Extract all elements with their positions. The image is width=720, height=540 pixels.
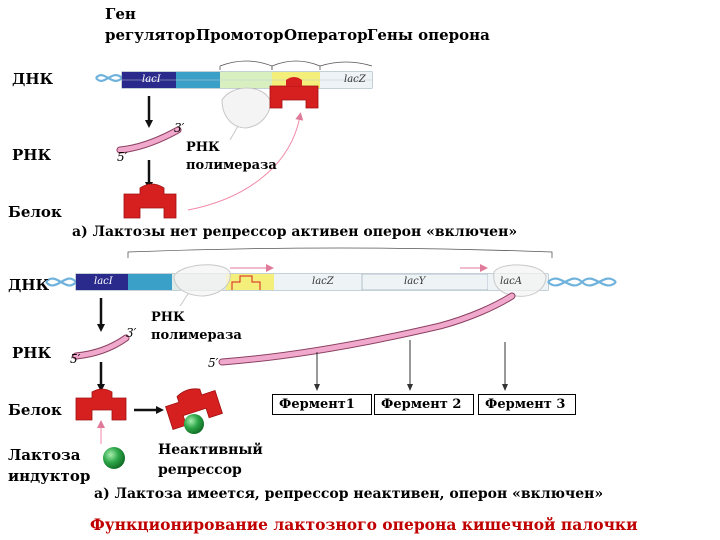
rna-polymerase-bottom-start <box>173 264 231 297</box>
rna-label-bottom: РНК <box>12 344 52 362</box>
caption-a: а) Лактозы нет репрессор активен оперон … <box>72 224 518 240</box>
lacI-gene-label: lacI <box>142 74 161 85</box>
lacZ-gene-label-bottom: lacZ <box>312 276 334 287</box>
lacZ-gene-label: lacZ <box>344 74 366 85</box>
gene-regulator-label-1: Ген <box>105 5 136 23</box>
enzyme-box-1: Фермент1 <box>272 394 372 415</box>
operon-genes-label: Гены оперона <box>367 26 490 44</box>
mrna-lacI-bottom <box>73 335 129 359</box>
inactive-repressor-label-1: Неактивный <box>158 442 263 458</box>
dna-label-top: ДНК <box>12 70 54 88</box>
three-prime-label-top: 3′ <box>174 121 185 135</box>
promoter-label: Промотор <box>196 26 284 44</box>
inactive-repressor <box>165 388 223 430</box>
caption-b: а) Лактоза имеется, репрессор неактивен,… <box>94 486 604 502</box>
operator-label: Оператор <box>284 26 368 44</box>
lacI-gene-bottom <box>76 274 128 290</box>
gene-regulator-label-2: регулятор <box>105 26 196 44</box>
lactose-inducer <box>103 447 125 469</box>
mrna-lacI-top <box>117 127 181 153</box>
three-prime-label-bottom: 3′ <box>126 326 137 340</box>
five-prime-label-operon: 5′ <box>208 356 219 370</box>
rna-polymerase-top <box>221 87 271 129</box>
rna-polymerase-bottom-end <box>493 264 547 297</box>
enzyme-box-2: Фермент 2 <box>374 394 474 415</box>
five-prime-label-top: 5′ <box>117 150 128 164</box>
repressor-protein-bottom <box>75 388 127 421</box>
dna-label-bottom: ДНК <box>8 276 50 294</box>
diagram-title: Функционирование лактозного оперона кише… <box>90 515 638 534</box>
rna-polymerase-label-top-1: РНК <box>186 140 220 155</box>
repressor-binding-arrow <box>187 112 304 211</box>
five-prime-label-bottom-left: 5′ <box>70 352 81 366</box>
lacZ-gene-bottom <box>274 274 362 290</box>
operator-bottom <box>226 274 274 290</box>
caption-a-bracket <box>127 247 553 258</box>
rna-polymerase-label-bottom-1: РНК <box>151 310 185 325</box>
lacA-gene-label: lacA <box>500 276 522 287</box>
promoter-bottom <box>128 274 172 290</box>
rna-label-top: РНК <box>12 146 52 164</box>
rna-polymerase-label-top-2: полимераза <box>186 158 277 173</box>
lacY-gene-label: lacY <box>404 276 426 287</box>
bound-inducer <box>184 414 204 434</box>
lactose-label-2: индуктор <box>8 467 91 485</box>
rna-polymerase-label-bottom-2: полимераза <box>151 328 242 343</box>
repressor-protein-top <box>123 183 177 219</box>
mrna-operon <box>219 293 515 365</box>
inactive-repressor-label-2: репрессор <box>158 462 242 478</box>
protein-label-bottom: Белок <box>8 401 62 419</box>
dna-strand-top <box>95 60 373 89</box>
lactose-label-1: Лактоза <box>8 446 81 464</box>
lacI-gene-label-bottom: lacI <box>94 276 113 287</box>
repressor-bound-operator <box>269 85 319 109</box>
enzyme-box-3: Фермент 3 <box>478 394 576 415</box>
protein-label-top: Белок <box>8 203 62 221</box>
